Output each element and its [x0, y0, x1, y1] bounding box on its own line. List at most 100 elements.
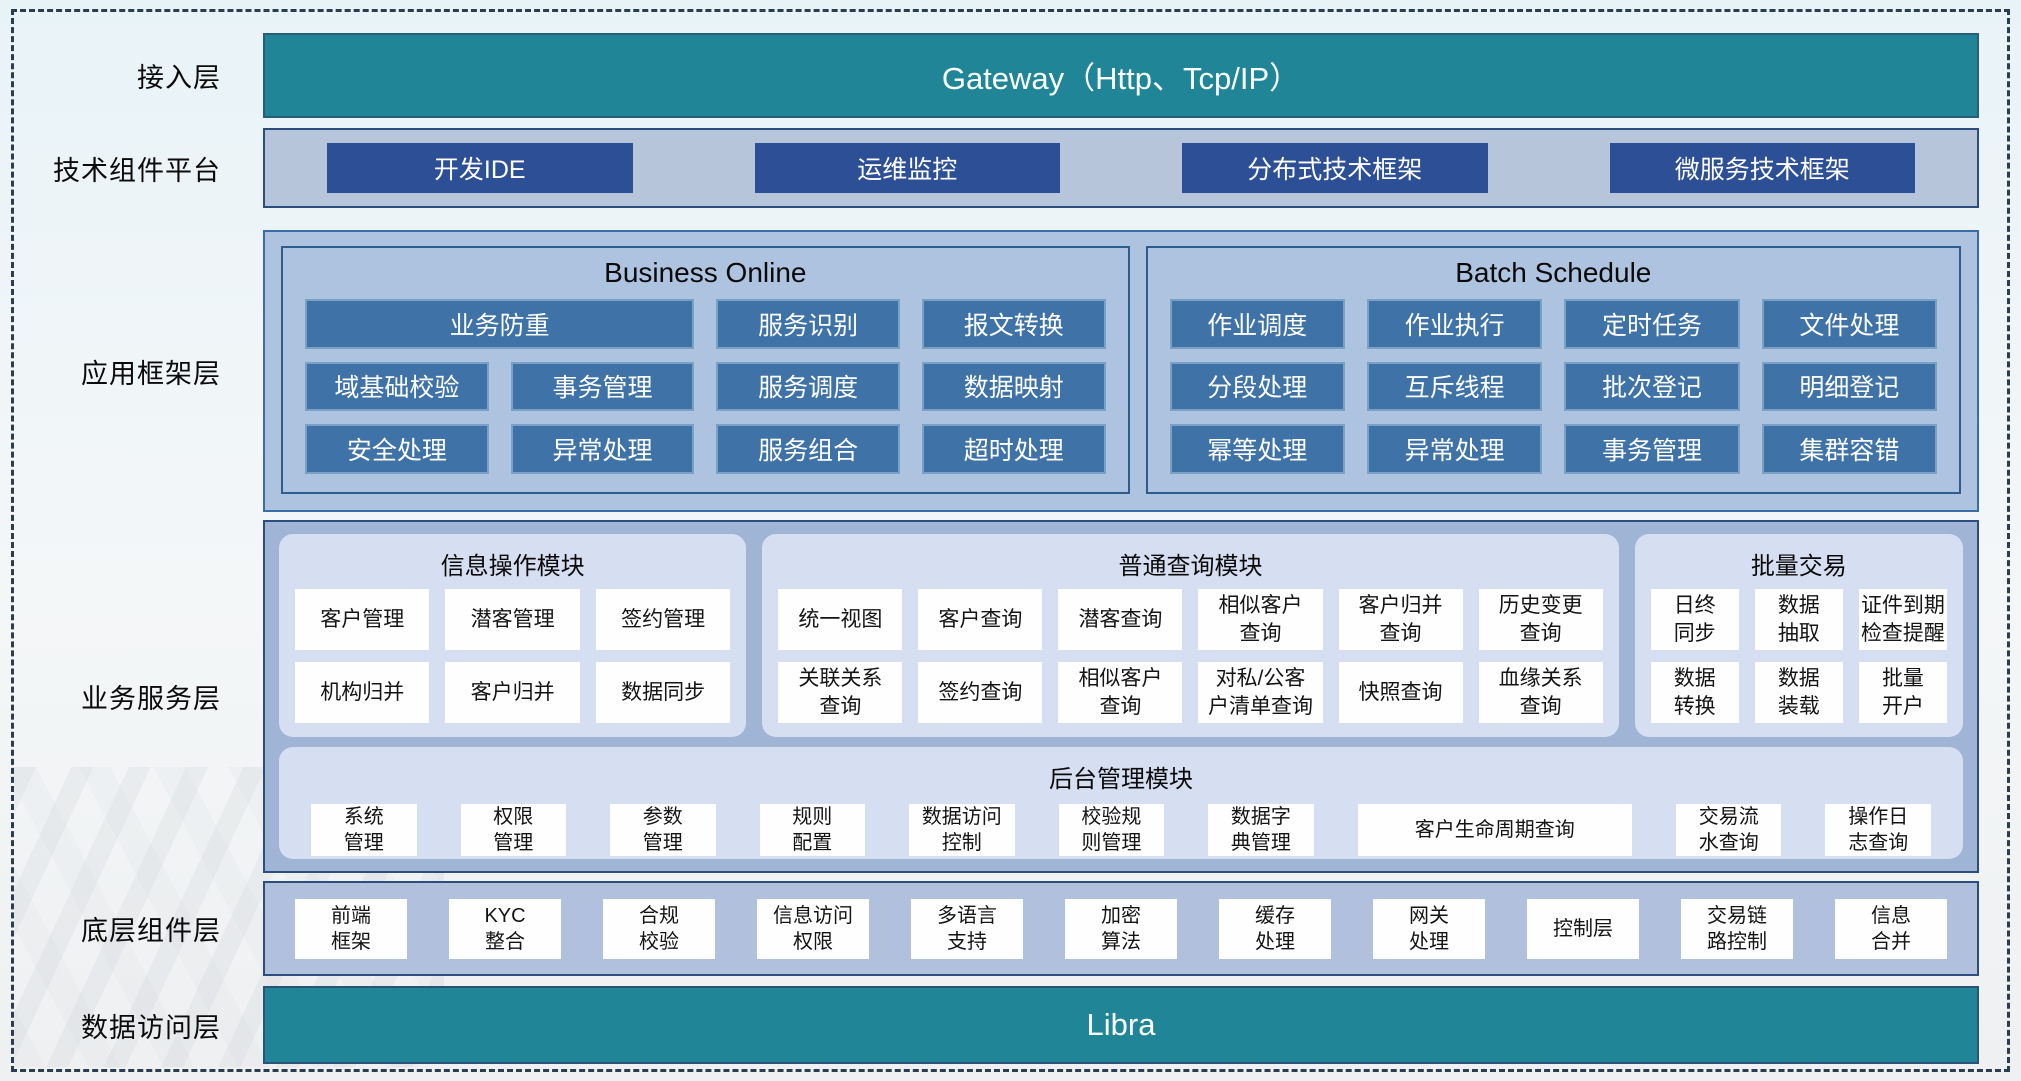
- query-item: 相似客户 查询: [1058, 662, 1183, 723]
- layer-bottom-components: 底层组件层 前端 框架 KYC 整合 合规 校验 信息访问 权限 多语言 支持 …: [0, 881, 2021, 976]
- component-item: 多语言 支持: [911, 898, 1023, 959]
- bo-item: 超时处理: [921, 424, 1106, 474]
- bo-item: 服务识别: [716, 299, 900, 349]
- bottom-components-panel: 前端 框架 KYC 整合 合规 校验 信息访问 权限 多语言 支持 加密 算法 …: [263, 881, 1979, 976]
- bs-item: 事务管理: [1564, 424, 1740, 474]
- query-item: 血缘关系 查询: [1478, 662, 1603, 723]
- admin-module-row: 系统 管理 权限 管理 参数 管理 规则 配置 数据访问 控制 校验规 则管理 …: [295, 802, 1947, 856]
- query-item: 历史变更 查询: [1478, 589, 1603, 650]
- business-online-grid: 业务防重 服务识别 报文转换 域基础校验 事务管理 服务调度 数据映射 安全处理…: [283, 299, 1128, 492]
- bs-item: 幂等处理: [1169, 424, 1345, 474]
- architecture-diagram: 接入层 Gateway（Http、Tcp/IP） 技术组件平台 开发IDE 运维…: [0, 33, 2021, 1064]
- component-item: 前端 框架: [295, 898, 407, 959]
- batch-item: 批量 开户: [1858, 662, 1947, 723]
- bs-item: 分段处理: [1169, 361, 1345, 412]
- layer-data-access: 数据访问层 Libra: [0, 986, 2021, 1064]
- admin-item: 参数 管理: [610, 804, 716, 856]
- common-query-module-title: 普通查询模块: [1118, 553, 1263, 580]
- gateway-bar: Gateway（Http、Tcp/IP）: [263, 33, 1979, 118]
- batch-schedule-box: Batch Schedule 作业调度 作业执行 定时任务 文件处理 分段处理 …: [1145, 246, 1961, 494]
- component-item: 加密 算法: [1065, 898, 1177, 959]
- query-item: 关联关系 查询: [778, 662, 903, 723]
- layer-label-access: 接入层: [137, 63, 221, 93]
- bo-item: 异常处理: [510, 424, 695, 474]
- business-online-title: Business Online: [604, 257, 807, 288]
- bs-item: 定时任务: [1564, 299, 1740, 349]
- query-item: 统一视图: [778, 589, 903, 650]
- bs-item: 集群容错: [1761, 424, 1937, 474]
- batch-transaction-module-title: 批量交易: [1750, 553, 1847, 580]
- bo-item: 报文转换: [921, 299, 1106, 349]
- info-operation-module-title: 信息操作模块: [440, 553, 585, 580]
- component-item: 网关 处理: [1373, 898, 1485, 959]
- batch-item: 数据 抽取: [1754, 589, 1843, 650]
- layer-label-bottom-components: 底层组件层: [81, 916, 221, 946]
- bo-item: 安全处理: [305, 424, 489, 474]
- layer-label-app-framework: 应用框架层: [81, 358, 221, 389]
- info-item: 客户管理: [295, 589, 430, 650]
- bo-item: 域基础校验: [305, 361, 489, 412]
- admin-module: 后台管理模块 系统 管理 权限 管理 参数 管理 规则 配置 数据访问 控制 校…: [279, 747, 1963, 859]
- libra-bar: Libra: [263, 986, 1979, 1064]
- admin-item-customer-lifecycle: 客户生命周期查询: [1357, 804, 1632, 856]
- tech-item-dev-ide: 开发IDE: [327, 143, 633, 193]
- bo-item: 服务组合: [716, 424, 900, 474]
- admin-item: 数据访问 控制: [909, 804, 1015, 856]
- app-framework-panel: Business Online 业务防重 服务识别 报文转换 域基础校验 事务管…: [263, 230, 1979, 512]
- batch-schedule-grid: 作业调度 作业执行 定时任务 文件处理 分段处理 互斥线程 批次登记 明细登记 …: [1148, 299, 1959, 492]
- info-operation-grid: 客户管理 潜客管理 签约管理 机构归并 客户归并 数据同步: [295, 589, 731, 723]
- admin-item: 权限 管理: [460, 804, 567, 856]
- info-item: 签约管理: [595, 589, 731, 650]
- bo-item: 服务调度: [716, 361, 900, 412]
- admin-item: 数据字 典管理: [1208, 804, 1314, 856]
- query-item: 相似客户 查询: [1198, 589, 1323, 650]
- bs-item: 文件处理: [1761, 299, 1937, 349]
- layer-business-service: 业务服务层 信息操作模块 客户管理 潜客管理 签约管理 机构归并 客户归并 数据…: [0, 520, 2021, 873]
- bs-item: 批次登记: [1564, 361, 1740, 412]
- admin-item: 交易流 水查询: [1675, 804, 1782, 856]
- bs-item: 作业执行: [1366, 299, 1543, 349]
- layer-label-data-access: 数据访问层: [81, 1012, 221, 1043]
- component-item: 信息访问 权限: [757, 898, 869, 959]
- batch-item: 数据 装载: [1754, 662, 1843, 723]
- bo-item: 事务管理: [510, 361, 695, 412]
- batch-item: 日终 同步: [1650, 589, 1739, 650]
- bs-item: 互斥线程: [1366, 361, 1543, 412]
- info-operation-module: 信息操作模块 客户管理 潜客管理 签约管理 机构归并 客户归并 数据同步: [279, 534, 747, 737]
- tech-item-microservice-framework: 微服务技术框架: [1609, 143, 1915, 193]
- bs-item: 异常处理: [1366, 424, 1543, 474]
- bs-item: 明细登记: [1761, 361, 1937, 412]
- batch-transaction-grid: 日终 同步 数据 抽取 证件到期 检查提醒 数据 转换 数据 装载 批量 开户: [1650, 589, 1947, 723]
- business-service-top-row: 信息操作模块 客户管理 潜客管理 签约管理 机构归并 客户归并 数据同步 普通查…: [279, 534, 1963, 737]
- component-item: 缓存 处理: [1219, 898, 1331, 959]
- layer-access: 接入层 Gateway（Http、Tcp/IP）: [0, 33, 2021, 118]
- bo-item: 业务防重: [305, 299, 695, 349]
- component-item: KYC 整合: [449, 898, 561, 959]
- info-item: 机构归并: [295, 662, 430, 723]
- query-item: 潜客查询: [1058, 589, 1183, 650]
- business-service-panel: 信息操作模块 客户管理 潜客管理 签约管理 机构归并 客户归并 数据同步 普通查…: [263, 520, 1979, 873]
- layer-tech-platform: 技术组件平台 开发IDE 运维监控 分布式技术框架 微服务技术框架: [0, 128, 2021, 208]
- tech-item-ops-monitor: 运维监控: [754, 143, 1060, 193]
- query-item: 快照查询: [1338, 662, 1463, 723]
- layer-label-tech-platform: 技术组件平台: [53, 155, 221, 186]
- admin-module-title: 后台管理模块: [1049, 766, 1193, 793]
- admin-item: 操作日 志查询: [1825, 804, 1931, 856]
- admin-item: 规则 配置: [759, 804, 866, 856]
- query-item: 客户查询: [918, 589, 1043, 650]
- query-item: 对私/公客 户清单查询: [1198, 662, 1323, 723]
- query-item: 客户归并 查询: [1338, 589, 1463, 650]
- batch-schedule-title: Batch Schedule: [1455, 257, 1652, 288]
- common-query-module: 普通查询模块 统一视图 客户查询 潜客查询 相似客户 查询 客户归并 查询 历史…: [762, 534, 1619, 737]
- bo-item: 数据映射: [921, 361, 1106, 412]
- common-query-grid: 统一视图 客户查询 潜客查询 相似客户 查询 客户归并 查询 历史变更 查询 关…: [778, 589, 1603, 723]
- bs-item: 作业调度: [1169, 299, 1345, 349]
- layer-app-framework: 应用框架层 Business Online 业务防重 服务识别 报文转换 域基础…: [0, 230, 2021, 512]
- batch-item: 数据 转换: [1650, 662, 1739, 723]
- tech-platform-panel: 开发IDE 运维监控 分布式技术框架 微服务技术框架: [263, 128, 1979, 208]
- info-item: 客户归并: [445, 662, 580, 723]
- component-item: 交易链 路控制: [1681, 898, 1793, 959]
- info-item: 数据同步: [595, 662, 731, 723]
- business-online-box: Business Online 业务防重 服务识别 报文转换 域基础校验 事务管…: [281, 246, 1130, 494]
- layer-label-business-service: 业务服务层: [81, 684, 221, 714]
